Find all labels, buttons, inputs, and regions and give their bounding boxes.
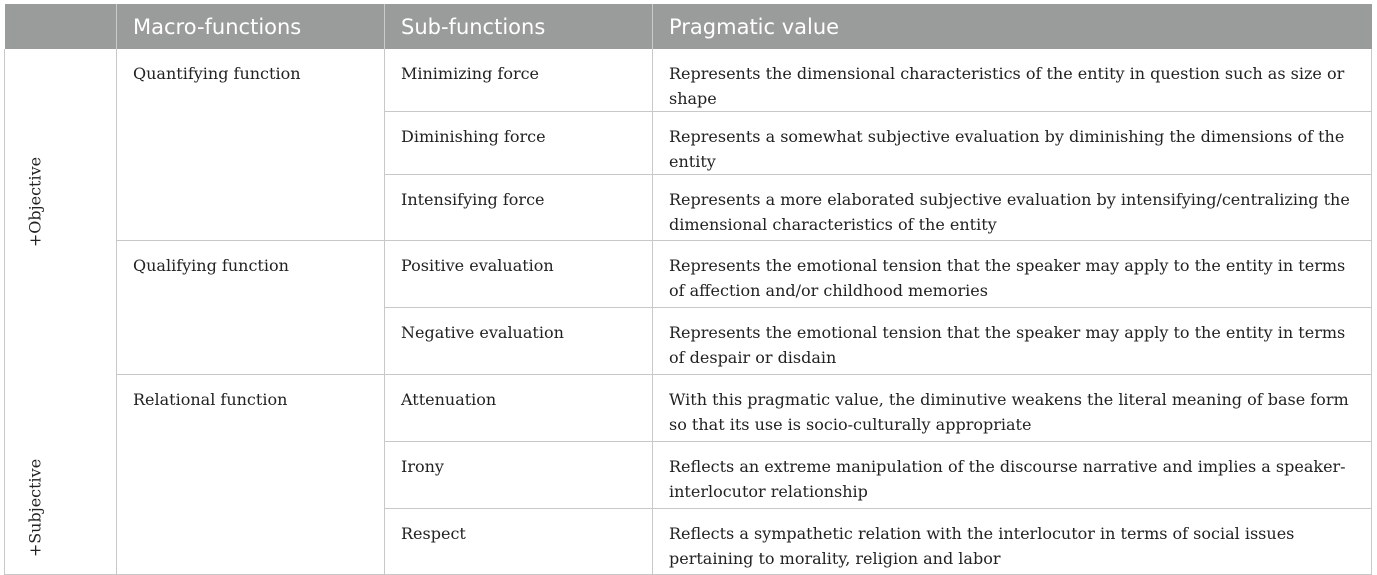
macro-function-cell: Quantifying function — [116, 49, 385, 241]
pragmatic-value-cell: Represents the emotional tension that th… — [652, 240, 1372, 308]
sub-function-cell: Respect — [384, 508, 653, 575]
pragmatic-functions-table: Macro-functions Sub-functions Pragmatic … — [4, 4, 1372, 575]
pragmatic-value-cell: With this pragmatic value, the diminutiv… — [652, 374, 1372, 442]
table-row: Qualifying function Positive evaluation … — [5, 240, 1372, 375]
sub-function-cell: Negative evaluation — [384, 307, 653, 375]
sub-function-cell: Diminishing force — [384, 111, 653, 175]
table-row: Irony Reflects an extreme manipulation o… — [5, 441, 1372, 509]
pragmatic-value-cell: Represents a somewhat subjective evaluat… — [652, 111, 1372, 175]
sub-function-cell: Positive evaluation — [384, 240, 653, 308]
header-axis — [4, 4, 117, 49]
header-macro-functions: Macro-functions — [116, 4, 385, 49]
sub-function-cell: Irony — [384, 441, 653, 509]
objective-subjective-axis: +Objective +Subjective — [4, 49, 117, 575]
header-sub-functions: Sub-functions — [384, 4, 653, 49]
table-row: Intensifying force Represents a more ela… — [5, 174, 1372, 241]
sub-function-cell: Minimizing force — [384, 49, 653, 112]
table-row: Relational function Attenuation With thi… — [5, 374, 1372, 575]
sub-function-cell: Attenuation — [384, 374, 653, 442]
pragmatic-value-cell: Represents the dimensional characteristi… — [652, 49, 1372, 112]
macro-function-cell: Relational function — [116, 374, 385, 575]
header-pragmatic-value: Pragmatic value — [652, 4, 1372, 49]
table-row: Negative evaluation Represents the emoti… — [5, 307, 1372, 375]
pragmatic-value-cell: Represents a more elaborated subjective … — [652, 174, 1372, 241]
header-row: Macro-functions Sub-functions Pragmatic … — [4, 4, 1372, 49]
pragmatic-value-cell: Reflects an extreme manipulation of the … — [652, 441, 1372, 509]
table-row: Diminishing force Represents a somewhat … — [5, 111, 1372, 175]
pragmatic-value-cell: Reflects a sympathetic relation with the… — [652, 508, 1372, 575]
subjective-label: +Subjective — [25, 458, 45, 558]
pragmatic-value-cell: Represents the emotional tension that th… — [652, 307, 1372, 375]
macro-function-cell: Qualifying function — [116, 240, 385, 375]
table-row: +Objective +Subjective Quantifying funct… — [4, 49, 1372, 575]
objective-label: +Objective — [25, 156, 45, 248]
sub-function-cell: Intensifying force — [384, 174, 653, 241]
